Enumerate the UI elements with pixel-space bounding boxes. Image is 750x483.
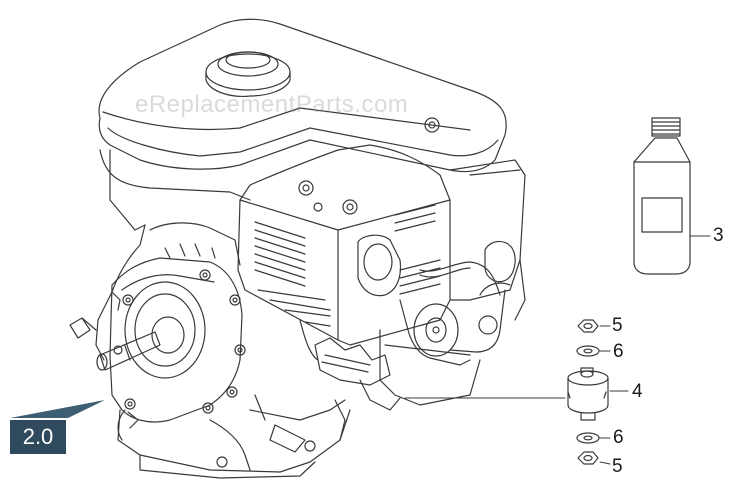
oil-bottle-illustration (633, 117, 691, 275)
callout-6-bottom: 6 (613, 427, 624, 448)
callout-4: 4 (632, 381, 643, 402)
leader-line-5-bottom (599, 461, 611, 465)
section-badge: 2.0 (10, 420, 66, 454)
washer-icon (576, 432, 600, 444)
callout-5-bottom: 5 (612, 456, 623, 477)
washer-icon (576, 345, 600, 357)
engine-illustration (69, 18, 526, 479)
nut-icon (577, 451, 599, 465)
callout-3: 3 (713, 225, 724, 246)
section-triangle (10, 400, 105, 418)
rubber-mount-icon (567, 367, 609, 421)
callout-6-top: 6 (613, 341, 624, 362)
callout-5-top: 5 (612, 315, 623, 336)
watermark: eReplacementParts.com (135, 91, 409, 118)
nut-icon (577, 319, 599, 333)
